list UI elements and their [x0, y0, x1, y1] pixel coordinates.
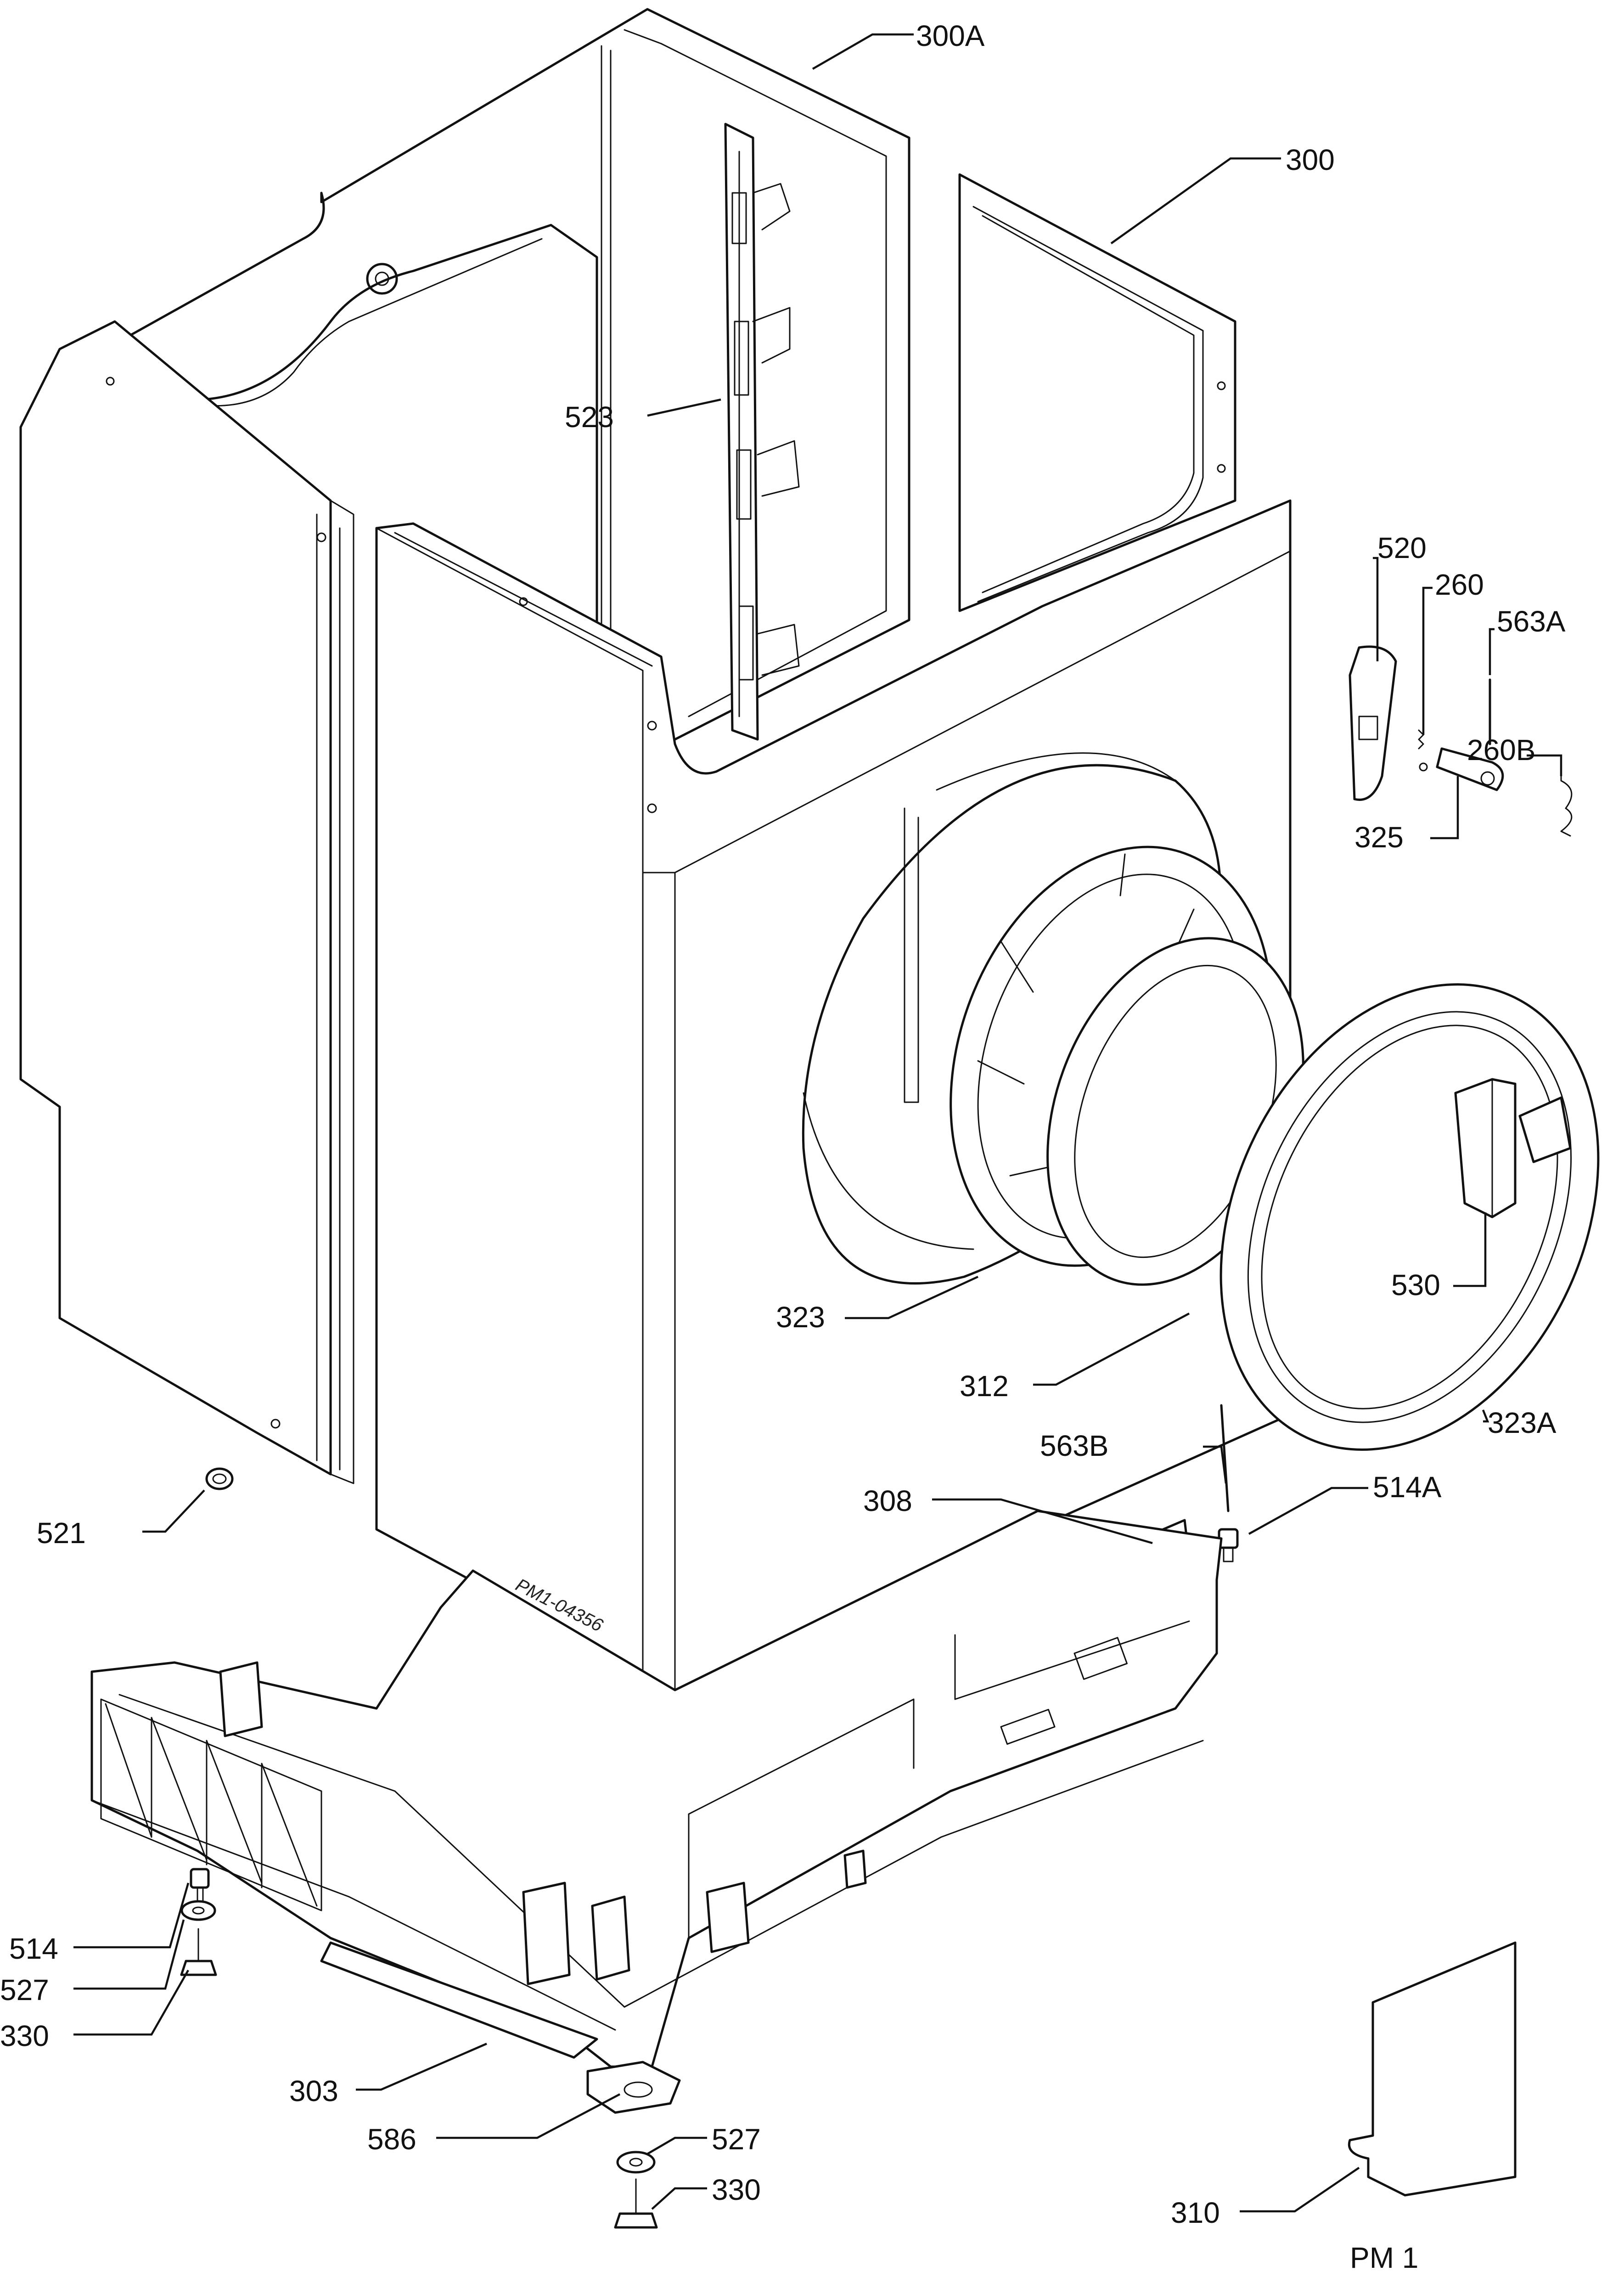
screw-514	[190, 1868, 210, 1902]
callout-586: 586	[367, 2123, 416, 2156]
foot-330-right	[614, 2178, 658, 2229]
screw-514A	[1218, 1528, 1239, 1562]
callout-300A: 300A	[916, 19, 985, 52]
callout-330-right: 330	[712, 2173, 761, 2206]
callout-563B: 563B	[1040, 1429, 1108, 1462]
page-reference: PM 1	[1350, 2241, 1418, 2274]
callout-308: 308	[863, 1484, 912, 1517]
callout-300: 300	[1286, 143, 1335, 176]
foot-330-left	[180, 1928, 217, 1976]
callout-527-left: 527	[0, 1973, 49, 2006]
screw-521	[205, 1467, 234, 1490]
door-handle-530	[1454, 1078, 1572, 1218]
callout-523: 523	[565, 400, 614, 434]
callout-310: 310	[1171, 2196, 1220, 2229]
base-frame-303	[90, 1510, 1223, 2068]
cover-310	[1348, 1941, 1517, 2197]
callout-325: 325	[1354, 821, 1404, 854]
leader-lines	[73, 33, 1562, 2213]
left-side-panel	[19, 320, 354, 1484]
callout-563A: 563A	[1497, 605, 1566, 638]
callout-260B: 260B	[1467, 733, 1535, 767]
callout-312: 312	[960, 1370, 1009, 1403]
callout-520: 520	[1377, 531, 1427, 564]
lever-325	[1436, 747, 1504, 791]
washer-527-left	[180, 1900, 216, 1921]
callout-514: 514	[9, 1932, 58, 1965]
callout-labels: 300A 300 523 520 260 563A 260B 325 530 3…	[0, 19, 1566, 2229]
callout-514A: 514A	[1373, 1471, 1442, 1504]
callout-303: 303	[289, 2074, 338, 2108]
side-frame-300	[958, 173, 1236, 612]
callout-530: 530	[1391, 1268, 1440, 1302]
callout-323A: 323A	[1488, 1406, 1557, 1439]
callout-527-right: 527	[712, 2123, 761, 2156]
callout-330-left: 330	[0, 2019, 49, 2052]
spring-260	[1418, 729, 1428, 772]
door-lock-520	[1349, 645, 1397, 801]
callout-260: 260	[1435, 568, 1484, 601]
washer-527-right	[616, 2151, 656, 2174]
pin-563B	[1220, 1404, 1230, 1512]
callout-521: 521	[37, 1516, 86, 1550]
spring-260B	[1560, 761, 1573, 837]
rear-rail-523	[724, 123, 800, 741]
callout-323: 323	[776, 1301, 825, 1334]
